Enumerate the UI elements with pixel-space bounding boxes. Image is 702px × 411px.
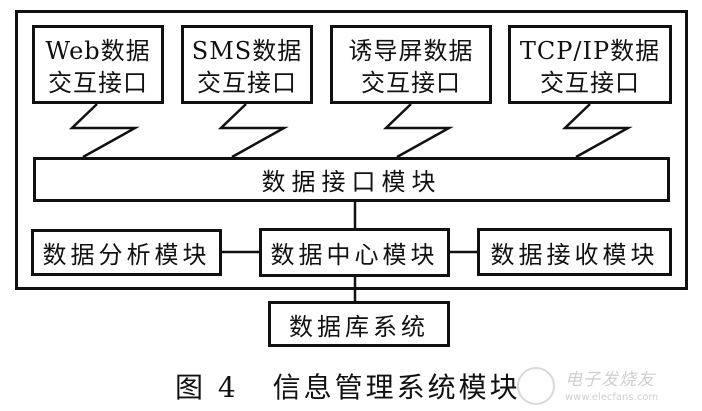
figure-caption: 图 4 信息管理系统模块 [175,366,521,406]
web-data-interface-box: Web数据 交互接口 [32,25,164,104]
figure-number: 图 4 [175,371,239,404]
data-receive-module-box: 数据接收模块 [477,228,672,276]
watermark-logo-icon [517,367,555,405]
data-analysis-module-label: 数据分析模块 [42,241,211,269]
sms-data-interface-box: SMS数据 交互接口 [181,25,313,104]
guidance-screen-data-interface-box: 诱导屏数据 交互接口 [330,25,492,104]
data-interface-module-label: 数据接口模块 [261,168,442,196]
data-analysis-module-box: 数据分析模块 [31,229,222,276]
web-interface-line1: Web数据 [45,36,151,65]
data-center-module-label: 数据中心模块 [270,241,439,269]
data-receive-module-label: 数据接收模块 [490,240,659,269]
guidance-interface-line2: 交互接口 [361,68,461,97]
tcpip-interface-line1: TCP/IP数据 [519,36,661,65]
tcpip-data-interface-box: TCP/IP数据 交互接口 [508,25,672,104]
watermark-url: www.elecfans.com [565,392,659,403]
tcpip-interface-line2: 交互接口 [539,68,640,97]
watermark: 电子发烧友 www.elecfans.com [517,365,659,405]
information-management-system-container [15,10,688,290]
web-interface-line2: 交互接口 [48,68,148,97]
data-interface-module-box: 数据接口模块 [33,157,670,202]
figure-title: 信息管理系统模块 [272,371,521,404]
database-system-box: 数据库系统 [268,301,450,347]
watermark-name: 电子发烧友 [565,370,655,390]
sms-interface-line2: 交互接口 [197,68,297,97]
data-center-module-box: 数据中心模块 [259,228,450,277]
sms-interface-line1: SMS数据 [191,36,303,65]
guidance-interface-line1: 诱导屏数据 [348,36,474,65]
database-system-label: 数据库系统 [289,312,429,341]
